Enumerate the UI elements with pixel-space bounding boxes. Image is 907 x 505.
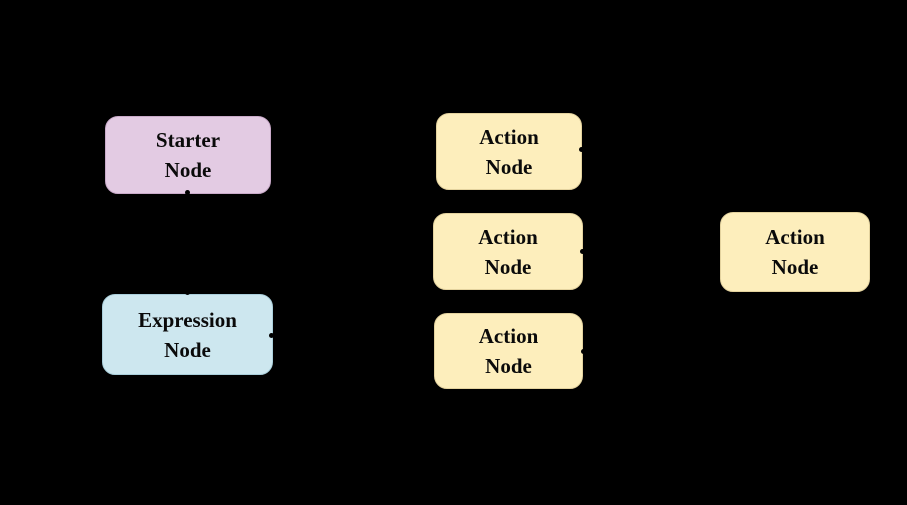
action-node-3[interactable]: Action Node: [434, 313, 583, 389]
arrow-tip-dot-starter-bottom: [185, 190, 190, 195]
expression-node[interactable]: Expression Node: [102, 294, 273, 375]
arrow-tip-dot-expression-top: [185, 290, 190, 295]
arrow-tip-dot-action-2-right: [580, 249, 585, 254]
arrow-tip-dot-action-3-right: [581, 349, 586, 354]
action-node-1[interactable]: Action Node: [436, 113, 582, 190]
action-node-4[interactable]: Action Node: [720, 212, 870, 292]
arrow-tip-dot-expression-right: [269, 333, 274, 338]
starter-node[interactable]: Starter Node: [105, 116, 271, 194]
arrow-tip-dot-action-1-right: [579, 147, 584, 152]
action-node-2[interactable]: Action Node: [433, 213, 583, 290]
